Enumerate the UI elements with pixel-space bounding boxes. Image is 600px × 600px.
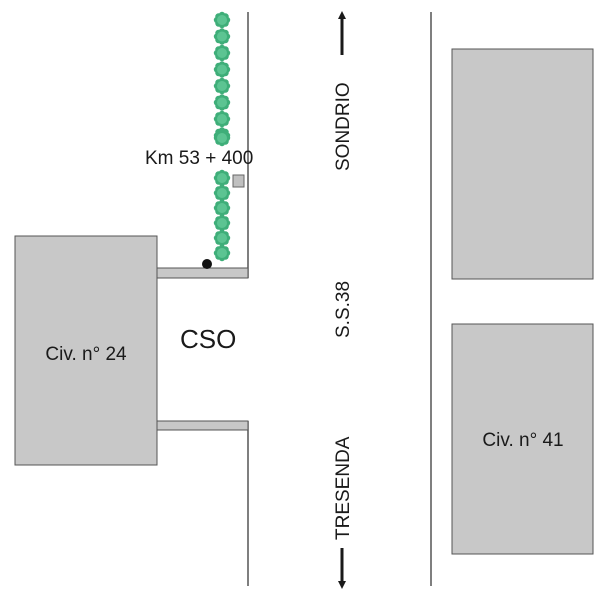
tree-icon: [213, 129, 231, 147]
tree-icon: [213, 77, 231, 95]
km-label: Km 53 + 400: [145, 148, 253, 169]
km-marker-icon: [232, 174, 245, 188]
building-civ-41: [451, 323, 594, 555]
direction-north-label: SONDRIO: [333, 82, 354, 171]
wall-lower: [156, 420, 249, 431]
tree-icon: [213, 94, 231, 111]
building-right-upper: [451, 48, 594, 280]
wall-upper: [156, 267, 249, 279]
building-right-label: Civ. n° 41: [482, 430, 563, 451]
tree-icon: [213, 214, 231, 232]
tree-icon: [213, 28, 231, 45]
tree-icon: [213, 199, 231, 217]
tree-icon: [213, 11, 231, 29]
direction-south-label: TRESENDA: [333, 436, 354, 540]
tree-icon: [213, 229, 231, 247]
tree-icon: [213, 44, 231, 62]
tree-icon: [213, 61, 231, 78]
road-label: S.S.38: [333, 281, 354, 338]
tree-icon: [213, 169, 231, 187]
tree-icon: [213, 244, 231, 262]
cso-label: CSO: [180, 324, 236, 354]
building-left-label: Civ. n° 24: [45, 344, 127, 365]
building-civ-24: [14, 235, 158, 466]
outfall-point-icon: [202, 259, 212, 269]
tree-row: [213, 11, 231, 262]
tree-icon: [213, 110, 231, 128]
tree-icon: [213, 184, 231, 202]
